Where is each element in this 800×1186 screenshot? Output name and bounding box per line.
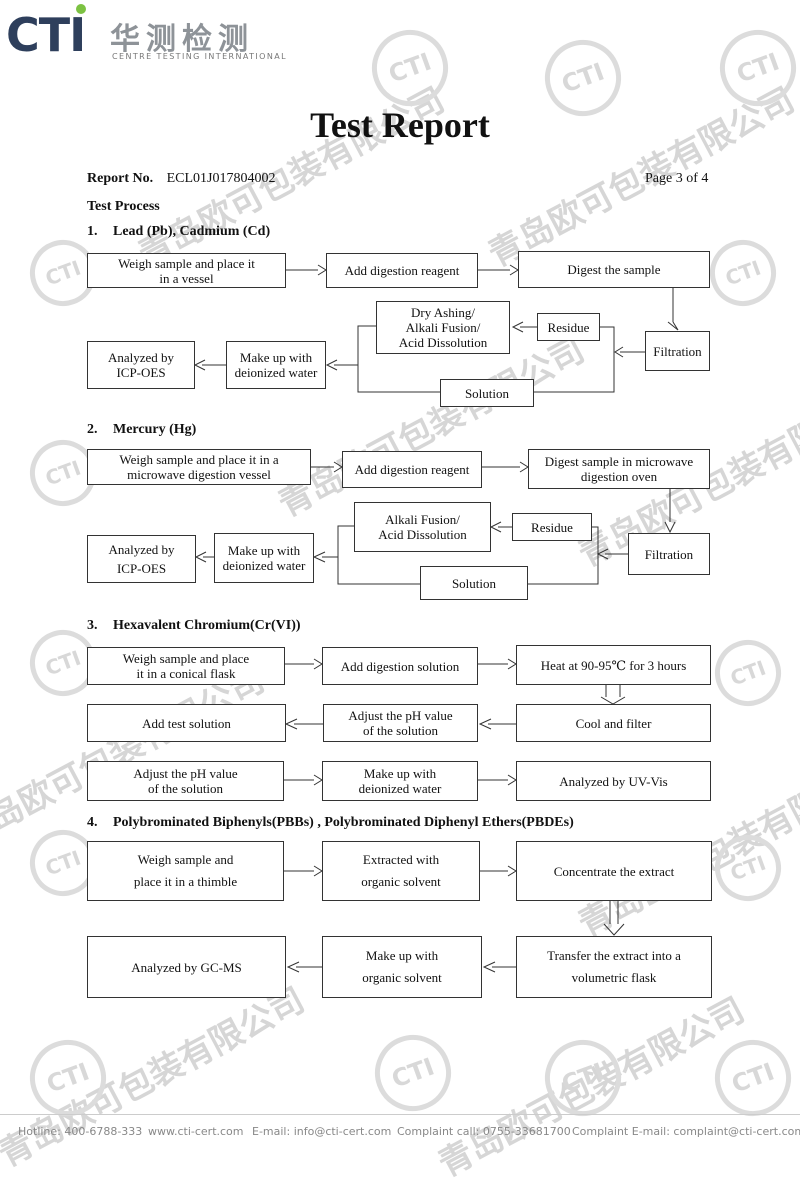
flow-arrow: [478, 718, 516, 730]
s1-dry-ashing-box: Dry Ashing/ Alkali Fusion/ Acid Dissolut…: [376, 301, 510, 354]
s3-heat-box: Heat at 90-95℃ for 3 hours: [516, 645, 711, 685]
footer-hotline: Hotline: 400-6788-333: [18, 1125, 143, 1138]
s2-make-up-box: Make up with deionized water: [214, 533, 314, 583]
flow-arrow: [325, 359, 358, 371]
flow-arrow: [478, 264, 519, 276]
s3-adjust-ph-box: Adjust the pH value of the solution: [323, 704, 478, 742]
s3-analyzed-box: Analyzed by UV-Vis: [516, 761, 711, 801]
section-3-heading: 3.Hexavalent Chromium(Cr(VI)): [87, 618, 301, 633]
s4-make-up-box: Make up with organic solvent: [322, 936, 482, 998]
flow-arrow: [480, 865, 517, 877]
footer-email: E-mail: info@cti-cert.com: [252, 1125, 392, 1138]
footer-complaint-email: Complaint E-mail: complaint@cti-cert.com: [572, 1125, 800, 1138]
s3-weigh-box: Weigh sample and place it in a conical f…: [87, 647, 285, 685]
flow-arrow: [193, 359, 226, 371]
logo-dot-icon: [76, 4, 86, 14]
s3-adjust-ph-box-2: Adjust the pH value of the solution: [87, 761, 284, 801]
s4-weigh-box: Weigh sample and place it in a thimble: [87, 841, 284, 901]
flow-arrow: [284, 774, 323, 786]
section-2-heading: 2.Mercury (Hg): [87, 422, 197, 437]
s2-weigh-box: Weigh sample and place it in a microwave…: [87, 449, 311, 485]
flow-arrow: [194, 551, 214, 563]
s1-add-reagent-box: Add digestion reagent: [326, 253, 478, 288]
s1-weigh-box: Weigh sample and place it in a vessel: [87, 253, 286, 288]
s1-filtration-box: Filtration: [645, 331, 710, 371]
s3-make-up-box: Make up with deionized water: [322, 761, 478, 801]
flow-arrow: [667, 288, 679, 331]
flow-arrow: [478, 774, 517, 786]
flow-arrow: [284, 718, 323, 730]
report-number-label: Report No.: [87, 171, 154, 186]
s1-make-up-box: Make up with deionized water: [226, 341, 326, 389]
flow-arrow: [600, 685, 626, 705]
s2-residue-box: Residue: [512, 513, 592, 541]
footer-complaint-call: Complaint call: 0755-33681700: [397, 1125, 571, 1138]
s3-add-solution-box: Add digestion solution: [322, 647, 478, 685]
flow-arrow: [482, 461, 529, 473]
s3-cool-filter-box: Cool and filter: [516, 704, 711, 742]
s4-extract-box: Extracted with organic solvent: [322, 841, 480, 901]
s2-analyzed-box: Analyzed by ICP-OES: [87, 535, 196, 583]
flow-arrow: [284, 865, 323, 877]
s2-filtration-box: Filtration: [628, 533, 710, 575]
flow-arrow: [482, 961, 516, 973]
s1-residue-box: Residue: [537, 313, 600, 341]
s1-analyzed-box: Analyzed by ICP-OES: [87, 341, 195, 389]
logo-english-name: CENTRE TESTING INTERNATIONAL: [112, 52, 287, 61]
s2-solution-box: Solution: [420, 566, 528, 600]
report-number: Report No. ECL01J017804002: [87, 171, 276, 187]
flow-arrow: [312, 551, 338, 563]
s1-solution-box: Solution: [440, 379, 534, 407]
flow-arrow: [614, 346, 645, 358]
page-title: Test Report: [310, 105, 490, 145]
s4-concentrate-box: Concentrate the extract: [516, 841, 712, 901]
logo-chinese-name: 华测检测: [110, 22, 254, 57]
s4-transfer-box: Transfer the extract into a volumetric f…: [516, 936, 712, 998]
page-number: Page 3 of 4: [645, 171, 709, 186]
flow-arrow: [489, 521, 512, 533]
flow-arrow: [511, 321, 537, 333]
flow-arrow: [603, 901, 625, 936]
s4-analyzed-box: Analyzed by GC-MS: [87, 936, 286, 998]
section-1-heading: 1.Lead (Pb), Cadmium (Cd): [87, 224, 271, 239]
s2-add-reagent-box: Add digestion reagent: [342, 451, 482, 488]
s3-add-test-solution-box: Add test solution: [87, 704, 286, 742]
process-heading: Test Process: [87, 199, 160, 214]
flow-arrow: [311, 461, 343, 473]
flow-arrow: [478, 658, 517, 670]
flow-arrow: [285, 658, 323, 670]
s2-digest-box: Digest sample in microwave digestion ove…: [528, 449, 710, 489]
section-4-heading: 4.Polybrominated Biphenyls(PBBs) , Polyb…: [87, 815, 574, 830]
cti-logo: CTI: [6, 8, 86, 62]
report-number-value: ECL01J017804002: [166, 171, 276, 186]
flow-arrow: [664, 489, 676, 534]
flow-arrow: [596, 548, 628, 560]
s2-alkali-fusion-box: Alkali Fusion/ Acid Dissolution: [354, 502, 491, 552]
flow-arrow: [286, 264, 327, 276]
page-footer: Hotline: 400-6788-333 www.cti-cert.com E…: [0, 1114, 800, 1138]
s1-digest-box: Digest the sample: [518, 251, 710, 288]
footer-website: www.cti-cert.com: [148, 1125, 244, 1138]
flow-arrow: [286, 961, 322, 973]
